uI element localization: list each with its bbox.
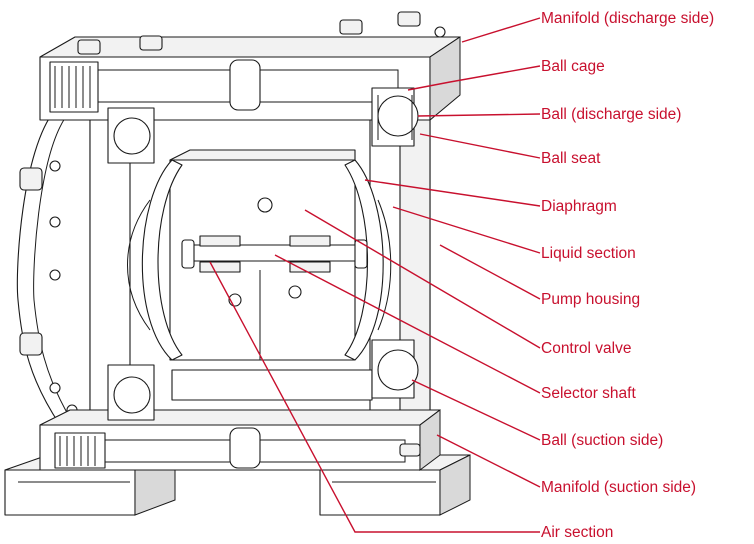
leader-liquid-section <box>392 206 541 254</box>
leader-diaphragm <box>364 179 541 207</box>
leader-manifold-discharge <box>461 17 541 43</box>
label-manifold-suction: Manifold (suction side) <box>541 479 696 496</box>
leader-air-section <box>209 261 540 533</box>
leader-pump-housing <box>439 244 541 300</box>
labels: Manifold (discharge side) Ball cage Ball… <box>541 10 714 541</box>
label-manifold-discharge: Manifold (discharge side) <box>541 10 714 27</box>
left-cover <box>16 109 91 426</box>
ball-valves <box>107 87 419 421</box>
label-ball-discharge: Ball (discharge side) <box>541 106 681 123</box>
label-air-section: Air section <box>541 524 613 541</box>
leader-control-valve <box>304 209 541 349</box>
label-ball-cage: Ball cage <box>541 58 605 75</box>
leader-lines <box>209 17 541 533</box>
shaft-assembly <box>181 235 368 273</box>
leader-ball-seat <box>419 133 541 159</box>
bottom-manifold <box>39 409 441 471</box>
top-manifold <box>39 11 461 122</box>
label-pump-housing: Pump housing <box>541 291 640 308</box>
label-ball-suction: Ball (suction side) <box>541 432 663 449</box>
label-selector-shaft: Selector shaft <box>541 385 636 402</box>
leader-ball-suction <box>411 379 541 441</box>
pump-cutaway-drawing <box>4 11 471 516</box>
label-diaphragm: Diaphragm <box>541 198 617 215</box>
leader-ball-cage <box>407 65 541 91</box>
label-ball-seat: Ball seat <box>541 150 601 167</box>
leader-manifold-suction <box>436 434 541 488</box>
label-liquid-section: Liquid section <box>541 245 636 262</box>
leader-selector-shaft <box>274 254 541 394</box>
leader-ball-discharge <box>417 113 541 117</box>
diaphragms <box>127 159 392 361</box>
label-control-valve: Control valve <box>541 340 631 357</box>
